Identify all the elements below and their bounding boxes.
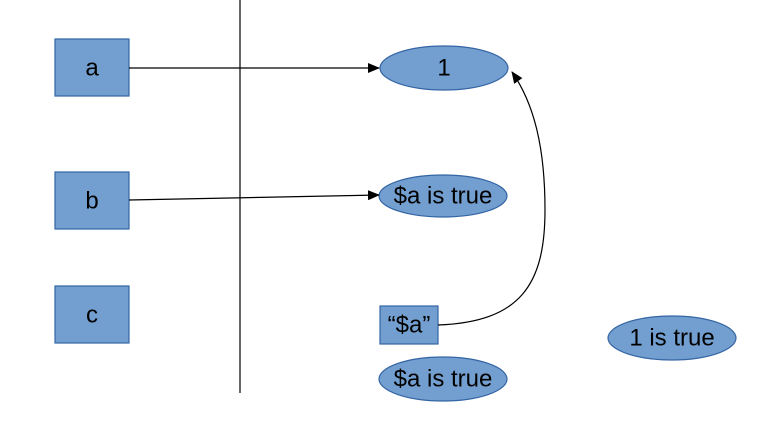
variable-box-a: a xyxy=(54,38,130,97)
value-ellipse-one-is-true: 1 is true xyxy=(607,315,737,361)
variable-box-b: b xyxy=(54,171,130,230)
value-ellipse-a-is-true-top-label: $a is true xyxy=(394,183,493,210)
value-ellipse-one-is-true-label: 1 is true xyxy=(629,325,714,352)
variable-box-c-label: c xyxy=(86,302,98,329)
variable-box-a-label: a xyxy=(85,55,99,82)
arrow-b-to-a-is-true xyxy=(128,190,380,201)
value-box-quoted-a: “$a” xyxy=(379,305,439,345)
arrow-quoted-a-to-one xyxy=(437,71,546,326)
value-ellipse-a-is-true-bottom-label: $a is true xyxy=(394,366,493,393)
value-ellipse-one: 1 xyxy=(379,45,509,91)
value-ellipse-one-label: 1 xyxy=(437,55,450,82)
value-ellipse-a-is-true-bottom: $a is true xyxy=(378,356,508,402)
value-ellipse-a-is-true-top: $a is true xyxy=(378,174,508,218)
value-box-quoted-a-label: “$a” xyxy=(388,312,431,339)
variable-box-b-label: b xyxy=(85,188,98,215)
variable-box-c: c xyxy=(54,285,130,344)
